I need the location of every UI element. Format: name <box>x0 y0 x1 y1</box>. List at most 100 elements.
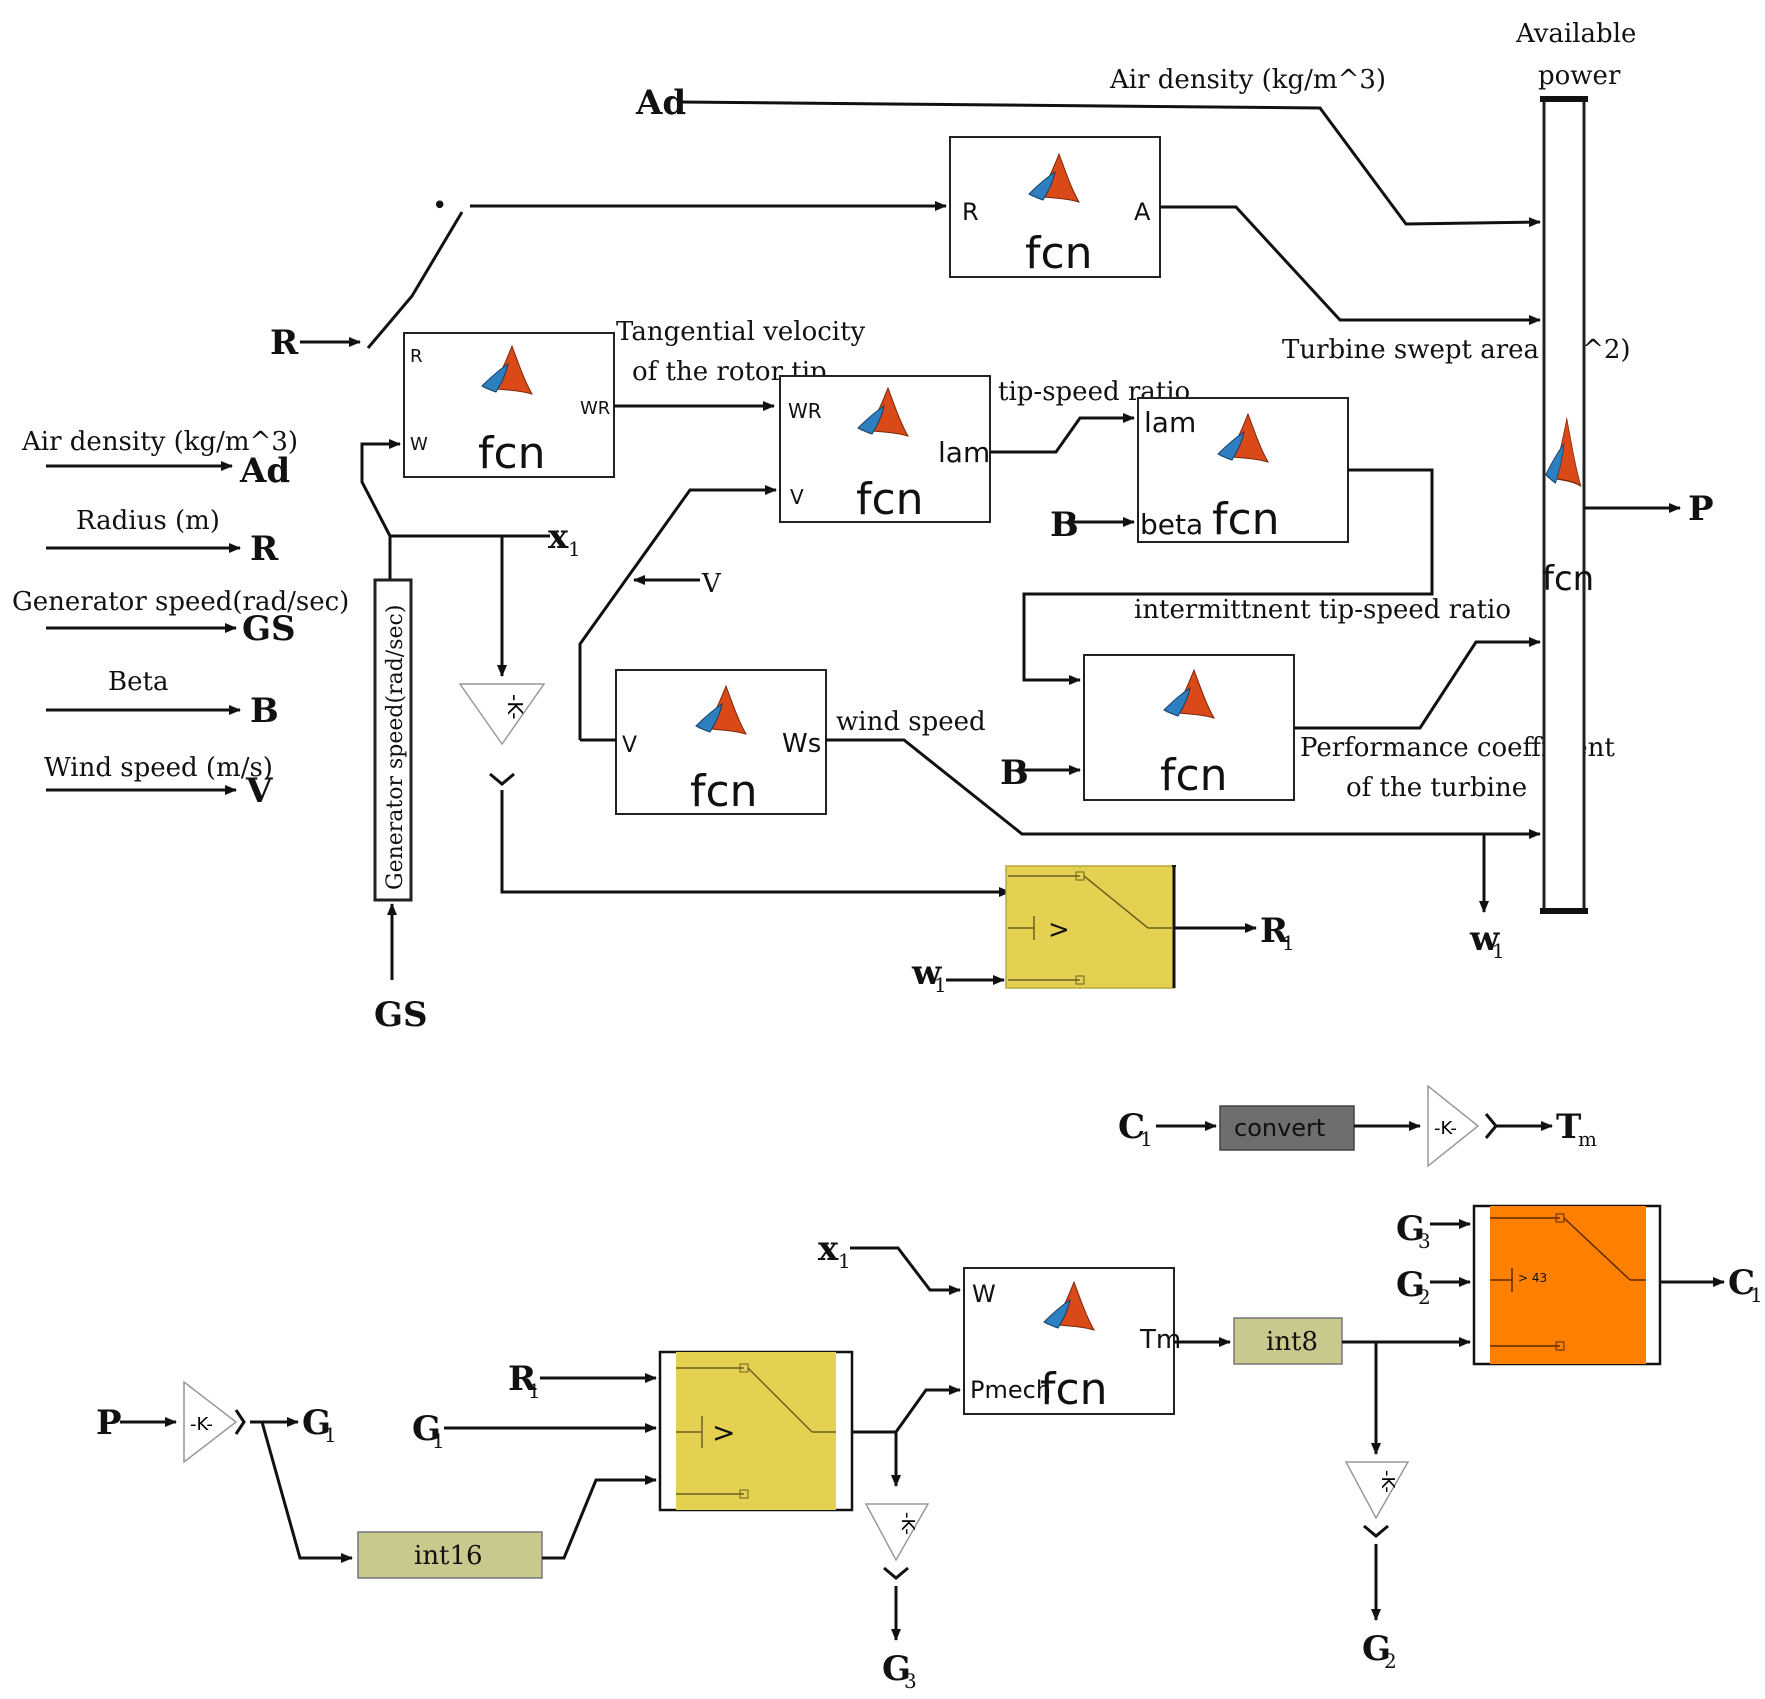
torque-in-w: W <box>972 1280 996 1308</box>
gs-source: GS <box>374 995 428 1035</box>
g2-output-bottom: G <box>1362 1629 1391 1669</box>
power-fcn-block[interactable]: fcn <box>1540 96 1594 914</box>
legend: Air density (kg/m^3) Ad Radius (m) R Gen… <box>12 427 349 811</box>
torque-fcn-block[interactable]: W Pmech Tm fcn <box>963 1267 1181 1415</box>
power-fcn-label: fcn <box>1542 559 1594 599</box>
int16-block[interactable]: int16 <box>357 1531 543 1579</box>
g2-output-bottom-sub: 2 <box>1384 1649 1397 1673</box>
gain-g2-label: -K- <box>1377 1470 1398 1493</box>
w1-sub-left: 1 <box>934 973 947 997</box>
x1-source-bottom-sub: 1 <box>838 1249 851 1273</box>
w1-label-right: w <box>1469 919 1500 959</box>
gain-block-g2[interactable]: -K- <box>1344 1461 1410 1520</box>
switch-block-2[interactable]: > <box>658 1350 854 1512</box>
wind-speed-fcn-block[interactable]: V Ws fcn <box>615 669 827 817</box>
switch-block-1[interactable]: > <box>1005 865 1176 989</box>
area-out-a: A <box>1134 198 1151 226</box>
gain-block-g3[interactable]: -K- <box>864 1503 930 1562</box>
tm-output-sub: m <box>1578 1127 1597 1151</box>
legend-radius: Radius (m) <box>76 506 220 536</box>
tip-in-w: W <box>410 434 428 455</box>
switch-block-orange[interactable]: > 43 <box>1472 1204 1662 1366</box>
area-in-r: R <box>962 198 979 226</box>
c1-source: C <box>1118 1107 1145 1147</box>
legend-gen-speed: Generator speed(rad/sec) <box>12 587 349 617</box>
lam-in-wr: WR <box>788 399 822 423</box>
g3-input-sub: 3 <box>1418 1229 1431 1253</box>
label-perf-2: of the turbine <box>1346 773 1527 803</box>
area-fcn-label: fcn <box>1025 228 1093 279</box>
cp2-fcn-label: fcn <box>1160 750 1228 801</box>
convert-label: convert <box>1234 1114 1325 1142</box>
v-tag-mid: V <box>701 569 722 599</box>
legend-v-tag: V <box>245 771 273 811</box>
r-source: R <box>270 323 299 363</box>
label-air-density: Air density (kg/m^3) <box>1109 65 1386 95</box>
b-source-1: B <box>1050 505 1079 545</box>
lam-out: lam <box>938 436 990 469</box>
c1-source-sub: 1 <box>1140 1127 1153 1151</box>
gain-block-tm[interactable]: -K- <box>1427 1084 1480 1168</box>
lambda-fcn-block[interactable]: WR V lam fcn <box>779 375 991 525</box>
g1-input-sub: 1 <box>432 1429 445 1453</box>
legend-ad-tag: Ad <box>239 451 290 491</box>
g1-output: G <box>302 1403 331 1443</box>
cp-fcn-block-1[interactable]: lam beta fcn <box>1137 397 1349 545</box>
g3-output: G <box>882 1649 911 1689</box>
x1-sub: 1 <box>568 537 581 561</box>
switch-1-gt: > <box>1048 915 1070 945</box>
x1-label: x <box>548 517 569 557</box>
g3-output-sub: 3 <box>904 1669 917 1693</box>
gain-g3-label: -K- <box>897 1512 918 1535</box>
gen-speed-box: Generator speed(rad/sec) <box>373 578 413 902</box>
r1-output-sub: 1 <box>1282 931 1295 955</box>
g3-input: G <box>1396 1209 1425 1249</box>
label-available-1: Available <box>1515 19 1636 49</box>
c1-output-sub: 1 <box>1750 1283 1763 1307</box>
legend-gs-tag: GS <box>242 609 296 649</box>
p-output: P <box>1688 489 1714 529</box>
g1-output-sub: 1 <box>324 1423 337 1447</box>
area-fcn-block[interactable]: R A fcn <box>949 136 1161 279</box>
legend-beta: Beta <box>108 667 168 697</box>
cp1-in-lam: lam <box>1144 406 1196 439</box>
p-source: P <box>96 1403 122 1443</box>
w1-sub-right: 1 <box>1492 939 1505 963</box>
torque-in-pmech: Pmech <box>970 1376 1051 1404</box>
tip-in-r: R <box>410 346 423 367</box>
ws-in-v: V <box>622 733 637 758</box>
tip-velocity-fcn-block[interactable]: R W WR fcn <box>403 332 615 479</box>
gain-p-label: -K- <box>190 1414 213 1435</box>
x1-source-bottom: x <box>818 1229 839 1269</box>
gain-block-p[interactable]: -K- <box>183 1380 238 1464</box>
gain-tm-label: -K- <box>1434 1118 1457 1139</box>
g2-input: G <box>1396 1265 1425 1305</box>
dot-label: • <box>432 191 447 221</box>
r1-input: R <box>508 1359 537 1399</box>
int8-label: int8 <box>1266 1327 1318 1357</box>
cp1-fcn-label: fcn <box>1212 494 1280 545</box>
tm-output: T <box>1556 1107 1581 1147</box>
label-intermittent: intermittnent tip-speed ratio <box>1134 595 1511 625</box>
r1-input-sub: 1 <box>528 1379 541 1403</box>
w1-label-left: w <box>911 953 942 993</box>
g2-input-sub: 2 <box>1418 1285 1431 1309</box>
convert-block[interactable]: convert <box>1219 1105 1355 1151</box>
label-available-2: power <box>1538 61 1621 91</box>
ad-source: Ad <box>635 83 686 123</box>
switch-orange-label: > 43 <box>1518 1271 1547 1285</box>
label-tangential-1: Tangential velocity <box>616 317 866 347</box>
legend-r-tag: R <box>250 529 279 569</box>
legend-wind-speed: Wind speed (m/s) <box>44 753 273 783</box>
gain-1-label: -K- <box>503 694 527 719</box>
legend-air-density: Air density (kg/m^3) <box>21 427 298 457</box>
ws-fcn-label: fcn <box>690 766 758 817</box>
tip-out-wr: WR <box>580 398 610 419</box>
ws-out: Ws <box>782 729 821 759</box>
r1-output: R <box>1260 911 1289 951</box>
tip-fcn-label: fcn <box>478 428 546 479</box>
cp-fcn-block-2[interactable]: fcn <box>1083 654 1295 801</box>
torque-fcn-label: fcn <box>1040 1364 1108 1415</box>
int8-block[interactable]: int8 <box>1233 1317 1343 1365</box>
gain-block-1[interactable]: -K- <box>458 683 546 746</box>
